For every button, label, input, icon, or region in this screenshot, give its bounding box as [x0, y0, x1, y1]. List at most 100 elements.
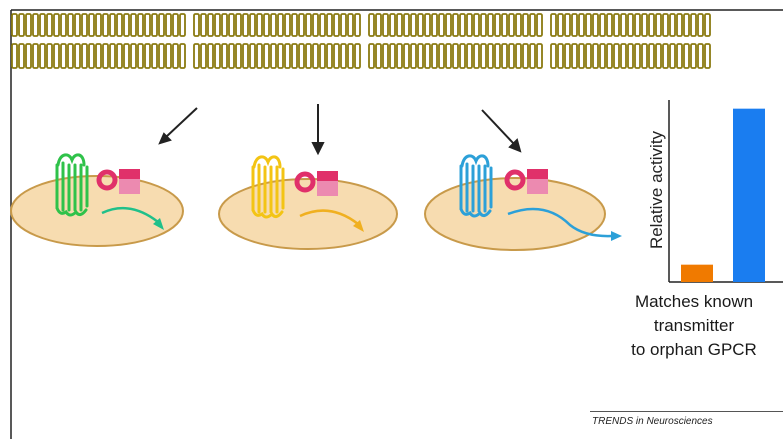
membrane-lipid-segment [453, 14, 458, 36]
cell-membrane-strip [12, 14, 710, 68]
membrane-lipid-segment [572, 14, 577, 36]
membrane-lipid-segment [229, 44, 234, 68]
membrane-lipid-segment [152, 14, 157, 36]
membrane-lipid-segment [117, 44, 122, 68]
membrane-lipid-segment [40, 14, 45, 36]
membrane-lipid-segment [117, 14, 122, 36]
membrane-lipid-segment [642, 14, 647, 36]
membrane-lipid-segment [705, 44, 710, 68]
membrane-lipid-segment [152, 44, 157, 68]
ligand-arrows [160, 104, 520, 153]
membrane-lipid-segment [278, 44, 283, 68]
membrane-lipid-segment [663, 14, 668, 36]
membrane-lipid-segment [285, 14, 290, 36]
membrane-lipid-segment [397, 44, 402, 68]
membrane-lipid-segment [271, 14, 276, 36]
membrane-lipid-segment [565, 14, 570, 36]
membrane-lipid-segment [341, 44, 346, 68]
membrane-lipid-segment [145, 14, 150, 36]
membrane-lipid-segment [320, 14, 325, 36]
membrane-lipid-segment [663, 44, 668, 68]
membrane-lipid-segment [488, 44, 493, 68]
membrane-lipid-segment [313, 44, 318, 68]
membrane-lipid-segment [628, 14, 633, 36]
membrane-lipid-segment [488, 14, 493, 36]
membrane-lipid-segment [40, 44, 45, 68]
membrane-lipid-segment [110, 14, 115, 36]
membrane-lipid-segment [355, 14, 360, 36]
membrane-lipid-segment [607, 14, 612, 36]
membrane-lipid-segment [530, 14, 535, 36]
membrane-lipid-segment [47, 44, 52, 68]
membrane-lipid-segment [600, 14, 605, 36]
membrane-lipid-segment [292, 14, 297, 36]
membrane-lipid-segment [250, 14, 255, 36]
membrane-lipid-segment [369, 14, 374, 36]
membrane-lipid-segment [327, 44, 332, 68]
membrane-lipid-segment [537, 14, 542, 36]
membrane-lipid-segment [124, 14, 129, 36]
membrane-lipid-segment [341, 14, 346, 36]
membrane-lipid-segment [166, 44, 171, 68]
membrane-lipid-segment [299, 44, 304, 68]
membrane-lipid-segment [684, 44, 689, 68]
membrane-lipid-segment [257, 14, 262, 36]
membrane-lipid-segment [530, 44, 535, 68]
membrane-lipid-segment [628, 44, 633, 68]
membrane-lipid-segment [82, 14, 87, 36]
membrane-lipid-segment [551, 14, 556, 36]
membrane-lipid-segment [516, 44, 521, 68]
membrane-lipid-segment [173, 44, 178, 68]
caption-line-3: to orphan GPCR [594, 338, 783, 362]
membrane-lipid-segment [404, 14, 409, 36]
membrane-lipid-segment [96, 44, 101, 68]
membrane-lipid-segment [614, 44, 619, 68]
chart-bar-2 [733, 109, 765, 282]
result-caption: Matches known transmitter to orphan GPCR [594, 290, 783, 362]
membrane-lipid-segment [453, 44, 458, 68]
membrane-lipid-segment [383, 14, 388, 36]
membrane-lipid-segment [285, 44, 290, 68]
membrane-lipid-segment [411, 44, 416, 68]
membrane-lipid-segment [110, 44, 115, 68]
membrane-lipid-segment [47, 14, 52, 36]
membrane-lipid-segment [243, 14, 248, 36]
membrane-lipid-segment [607, 44, 612, 68]
membrane-lipid-segment [292, 44, 297, 68]
membrane-lipid-segment [558, 44, 563, 68]
membrane-lipid-segment [656, 14, 661, 36]
membrane-lipid-segment [467, 44, 472, 68]
membrane-lipid-segment [460, 14, 465, 36]
ligand-arrow-middle [313, 104, 323, 153]
membrane-lipid-segment [621, 14, 626, 36]
membrane-lipid-segment [264, 44, 269, 68]
membrane-lipid-segment [194, 14, 199, 36]
ligand-arrow-left [160, 108, 197, 143]
cell-body [11, 176, 183, 246]
membrane-lipid-segment [124, 44, 129, 68]
membrane-lipid-segment [334, 14, 339, 36]
membrane-lipid-segment [299, 14, 304, 36]
membrane-lipid-segment [12, 14, 17, 36]
credit-divider [590, 411, 783, 412]
membrane-lipid-segment [369, 44, 374, 68]
membrane-lipid-segment [96, 14, 101, 36]
membrane-lipid-segment [131, 14, 136, 36]
membrane-lipid-segment [222, 14, 227, 36]
cell-green-receptor [11, 155, 183, 246]
membrane-lipid-segment [677, 44, 682, 68]
membrane-lipid-segment [579, 44, 584, 68]
membrane-lipid-segment [411, 14, 416, 36]
membrane-lipid-segment [327, 14, 332, 36]
membrane-lipid-segment [390, 44, 395, 68]
membrane-lipid-segment [439, 44, 444, 68]
membrane-lipid-segment [586, 14, 591, 36]
membrane-lipid-segment [537, 44, 542, 68]
membrane-lipid-segment [509, 44, 514, 68]
membrane-lipid-segment [495, 44, 500, 68]
membrane-lipid-segment [208, 14, 213, 36]
membrane-lipid-segment [26, 44, 31, 68]
membrane-lipid-segment [348, 14, 353, 36]
membrane-lipid-segment [257, 44, 262, 68]
